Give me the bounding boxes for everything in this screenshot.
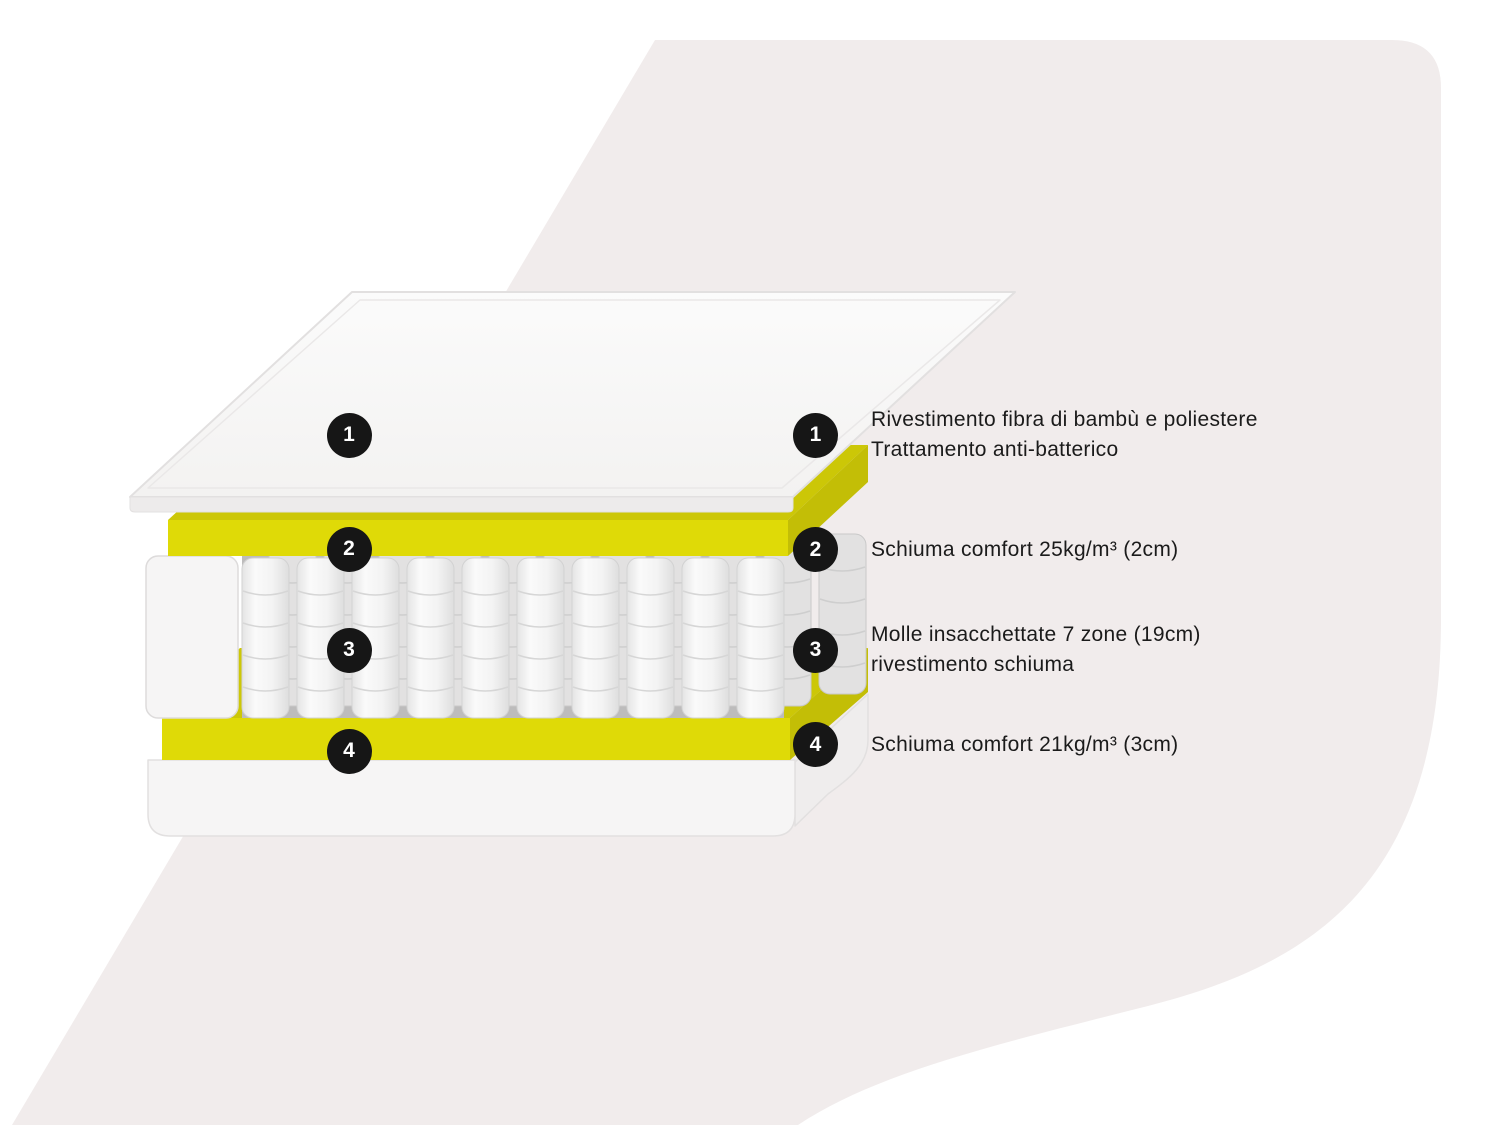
base-cover-layer bbox=[147, 693, 869, 837]
marker-4: 4 bbox=[326, 728, 372, 774]
legend-text-4: Schiuma comfort 21kg/m³ (3cm) bbox=[871, 730, 1178, 760]
legend-item-2: 2 Schiuma comfort 25kg/m³ (2cm) bbox=[793, 527, 1178, 572]
pocket-springs-layer bbox=[241, 533, 867, 719]
legend-number-badge-4: 4 bbox=[793, 722, 838, 767]
legend-text-line: Rivestimento fibra di bambù e poliestere bbox=[871, 408, 1258, 431]
legend-text-line: Molle insacchettate 7 zone (19cm) bbox=[871, 623, 1201, 646]
legend-item-3: 3 Molle insacchettate 7 zone (19cm) rive… bbox=[793, 620, 1201, 680]
legend-text-line: rivestimento schiuma bbox=[871, 653, 1075, 676]
marker-1: 1 bbox=[326, 412, 372, 458]
legend-number-badge-2: 2 bbox=[793, 527, 838, 572]
legend-item-1: 1 Rivestimento fibra di bambù e polieste… bbox=[793, 405, 1258, 465]
legend-text-line: Schiuma comfort 25kg/m³ (2cm) bbox=[871, 537, 1179, 561]
legend-text-2: Schiuma comfort 25kg/m³ (2cm) bbox=[871, 535, 1178, 565]
legend-text-1: Rivestimento fibra di bambù e poliestere… bbox=[871, 405, 1258, 465]
marker-2: 2 bbox=[326, 526, 372, 572]
legend-text-3: Molle insacchettate 7 zone (19cm) rivest… bbox=[871, 620, 1201, 680]
legend-number-badge-3: 3 bbox=[793, 627, 838, 673]
legend-text-line: Schiuma comfort 21kg/m³ (3cm) bbox=[871, 732, 1179, 756]
marker-3: 3 bbox=[326, 627, 372, 673]
foam-encasement-rail bbox=[145, 555, 239, 719]
legend-number-badge-1: 1 bbox=[793, 412, 838, 458]
legend-item-4: 4 Schiuma comfort 21kg/m³ (3cm) bbox=[793, 722, 1178, 767]
legend-text-line: Trattamento anti-batterico bbox=[871, 438, 1119, 461]
